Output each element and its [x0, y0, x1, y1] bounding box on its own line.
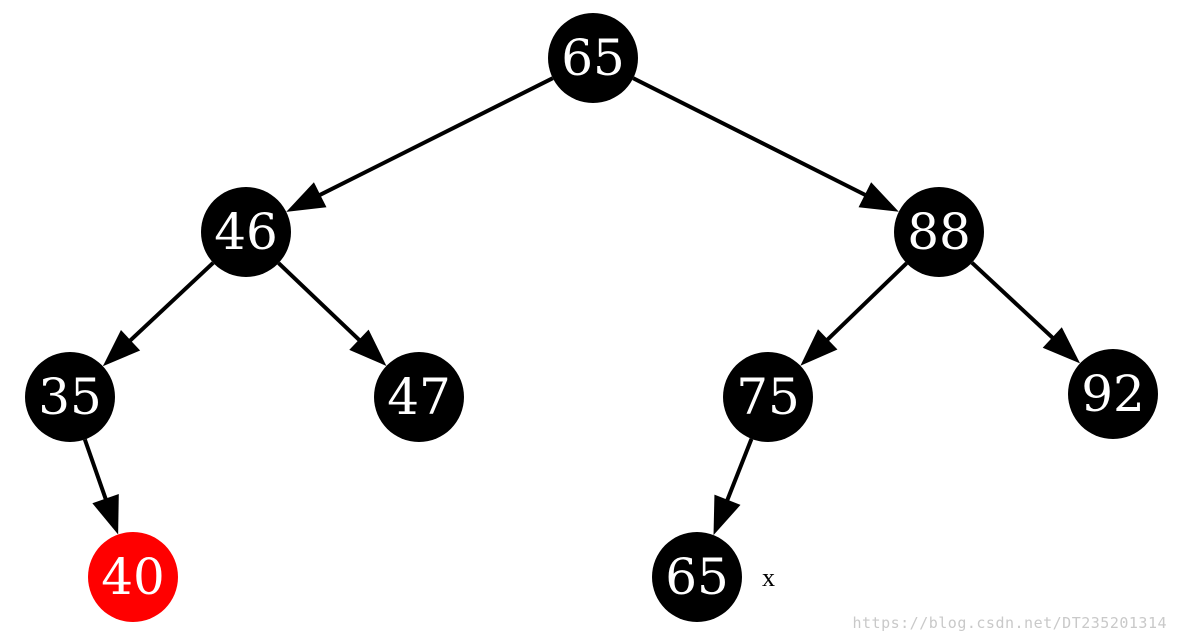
tree-node-65: 65 [548, 13, 638, 103]
edge-n75-n65b [713, 438, 754, 536]
edge-line [127, 261, 215, 344]
tree-node-88: 88 [894, 187, 984, 277]
edge-line [970, 261, 1056, 341]
tree-node-47: 47 [374, 352, 464, 442]
edge-n46-n35 [102, 261, 215, 367]
arrowhead-icon [349, 329, 387, 366]
node-value-label: 46 [214, 203, 278, 261]
watermark: https://blog.csdn.net/DT235201314 [852, 614, 1167, 632]
node-circle [201, 187, 291, 277]
tree-node-35: 35 [25, 352, 115, 442]
tree-node-40-red: 40 [88, 532, 178, 622]
node-circle [88, 532, 178, 622]
arrowhead-icon [286, 182, 327, 212]
tree-node-92: 92 [1068, 349, 1158, 439]
edge-n35-n40 [82, 438, 119, 535]
edge-n88-n92 [970, 261, 1081, 364]
node-circle [1068, 349, 1158, 439]
node-circle [894, 187, 984, 277]
edge-line [277, 261, 362, 343]
arrowhead-icon [800, 329, 838, 366]
node-value-label: 47 [387, 368, 451, 426]
arrowhead-icon [102, 330, 141, 367]
arrowhead-icon [92, 494, 119, 535]
edge-line [82, 438, 109, 502]
edge-n88-n75 [800, 261, 909, 366]
tree-node-75: 75 [723, 352, 813, 442]
node-x-label: x [762, 563, 775, 592]
node-circle [25, 352, 115, 442]
edge-line [724, 438, 754, 503]
node-value-label: 40 [101, 548, 165, 606]
node-circle [723, 352, 813, 442]
edge-n65a-n46 [286, 76, 554, 212]
edge-line [317, 76, 554, 198]
node-circle [548, 13, 638, 103]
arrowhead-icon [713, 494, 741, 536]
arrowhead-icon [858, 182, 899, 212]
node-value-label: 88 [907, 203, 971, 261]
node-circle [374, 352, 464, 442]
nodes-layer: 65 46 88 35 47 75 92 40 65 [25, 13, 1158, 622]
node-value-label: 35 [38, 368, 102, 426]
node-value-label: 65 [665, 548, 729, 606]
edge-line [632, 76, 868, 198]
node-value-label: 65 [561, 29, 625, 87]
tree-node-65: 65 [652, 532, 742, 622]
tree-node-46: 46 [201, 187, 291, 277]
arrowhead-icon [1042, 327, 1081, 364]
edge-line [824, 261, 909, 343]
node-circle [652, 532, 742, 622]
edge-n46-n47 [277, 261, 387, 366]
edge-n65a-n88 [632, 76, 899, 212]
node-value-label: 75 [736, 368, 800, 426]
edges-layer [82, 76, 1081, 536]
node-value-label: 92 [1081, 365, 1145, 423]
